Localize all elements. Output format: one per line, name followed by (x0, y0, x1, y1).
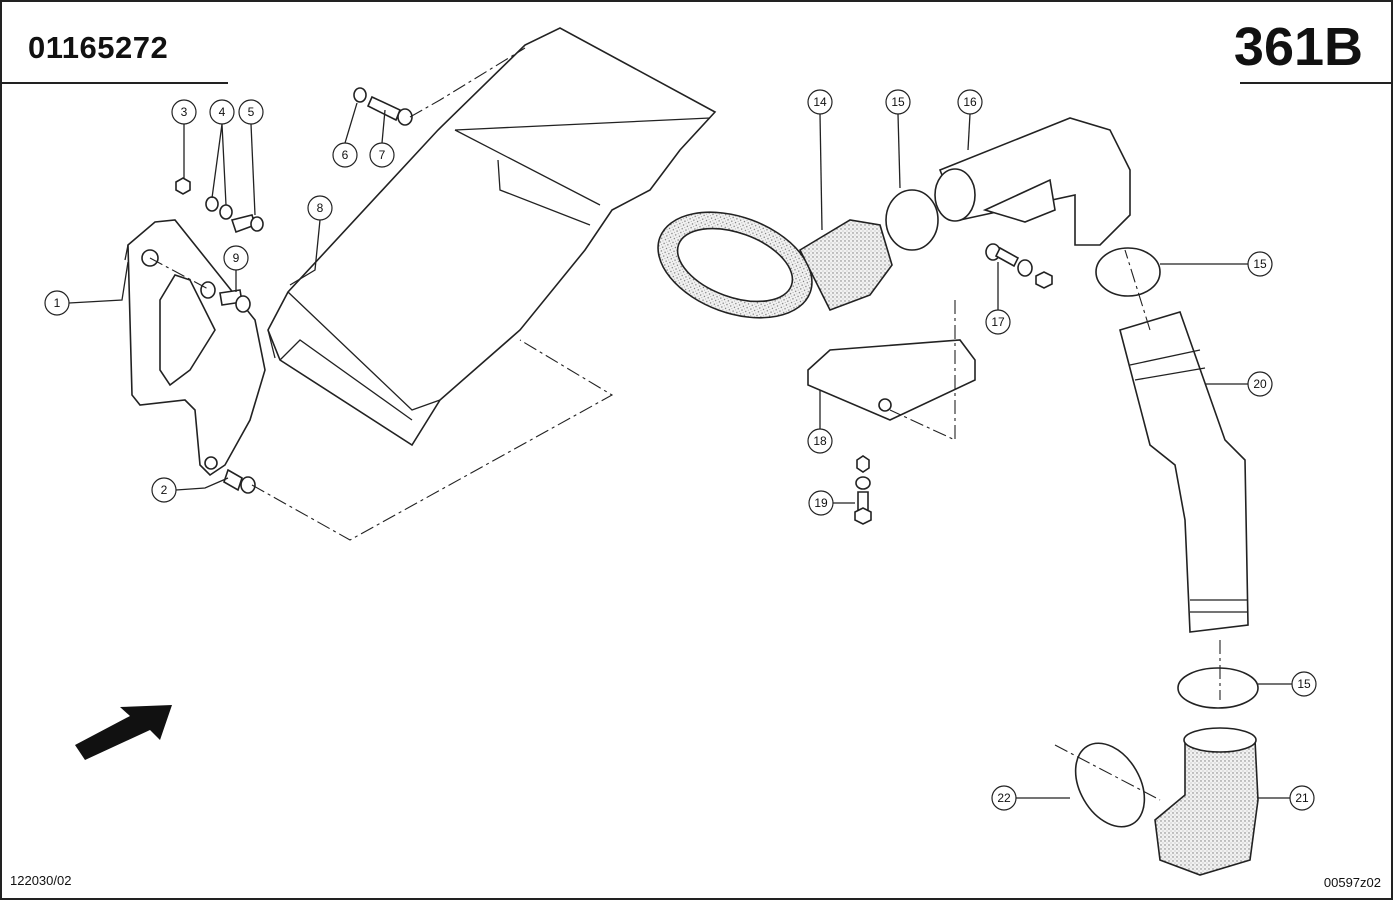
footer-code-right: 00597z02 (1323, 875, 1381, 890)
callout-19-label: 19 (814, 496, 828, 510)
callout-16-label: 16 (963, 95, 977, 109)
callout-18-label: 18 (813, 434, 827, 448)
callout-5: 5 (238, 99, 264, 125)
callout-3: 3 (171, 99, 197, 125)
fasteners-group (175, 87, 413, 494)
intake-duct-part (657, 211, 893, 319)
callout-15-c: 15 (1291, 671, 1317, 697)
callout-22: 22 (991, 785, 1017, 811)
callout-15-a: 15 (885, 89, 911, 115)
callout-16: 16 (957, 89, 983, 115)
assembly-lines-left (149, 47, 614, 541)
callout-1: 1 (44, 290, 70, 316)
mounting-plate-part (807, 339, 976, 421)
callout-7-label: 7 (379, 148, 386, 162)
fasteners-right (854, 243, 1053, 525)
callout-2: 2 (151, 477, 177, 503)
callout-18: 18 (807, 428, 833, 454)
header-rule-right (1240, 82, 1391, 84)
side-bracket-part (124, 219, 266, 477)
leader-lines (68, 102, 1292, 799)
chute-deflector-part (267, 27, 717, 447)
direction-arrow-icon (75, 705, 172, 760)
flexible-hose-part (1119, 311, 1249, 633)
callout-15a-label: 15 (891, 95, 905, 109)
callout-20-label: 20 (1253, 377, 1267, 391)
callout-9-label: 9 (233, 251, 240, 265)
callout-22-label: 22 (997, 791, 1011, 805)
callout-21: 21 (1289, 785, 1315, 811)
page-code: 361B (1233, 17, 1363, 77)
callout-15b-label: 15 (1253, 257, 1267, 271)
callout-8-label: 8 (317, 201, 324, 215)
callout-14: 14 (807, 89, 833, 115)
document-number: 01165272 (28, 30, 169, 65)
callout-14-label: 14 (813, 95, 827, 109)
callout-1-label: 1 (54, 296, 61, 310)
callout-20: 20 (1247, 371, 1273, 397)
callout-9: 9 (223, 245, 249, 271)
outlet-nozzle-part (1154, 727, 1259, 876)
callout-6: 6 (332, 142, 358, 168)
callout-8: 8 (307, 195, 333, 221)
callout-5-label: 5 (248, 105, 255, 119)
callout-17: 17 (985, 309, 1011, 335)
callout-21-label: 21 (1295, 791, 1309, 805)
callout-2-label: 2 (161, 483, 168, 497)
callout-17-label: 17 (991, 315, 1005, 329)
callout-15c-label: 15 (1297, 677, 1311, 691)
header-rule-left (2, 82, 228, 84)
hose-clamps (885, 189, 1259, 828)
callout-19: 19 (808, 490, 834, 516)
callout-4-label: 4 (219, 105, 226, 119)
elbow-pipe-part (934, 117, 1131, 246)
callout-15-b: 15 (1247, 251, 1273, 277)
callout-3-label: 3 (181, 105, 188, 119)
assembly-lines-right (889, 249, 1221, 801)
callout-6-label: 6 (342, 148, 349, 162)
footer-code-left: 122030/02 (10, 873, 72, 888)
callout-4: 4 (209, 99, 235, 125)
callout-7: 7 (369, 142, 395, 168)
